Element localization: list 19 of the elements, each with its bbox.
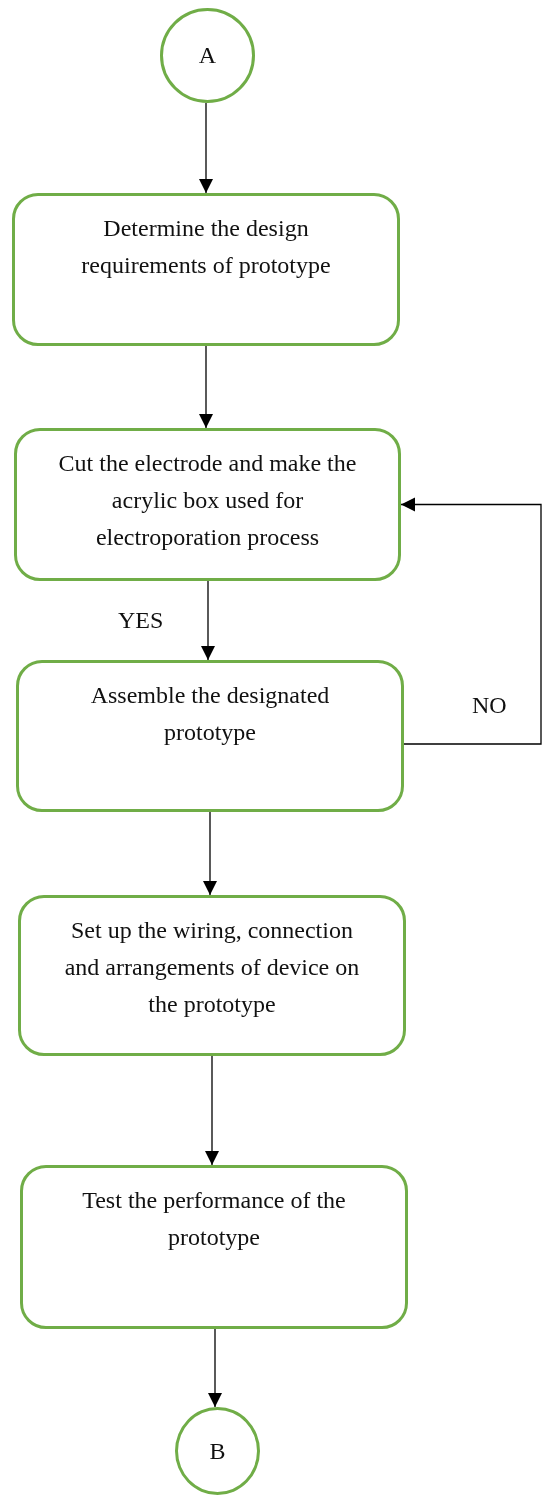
arrow <box>202 811 218 896</box>
arrow <box>198 345 214 429</box>
node-text: Set up the wiring, connection and arrangements of device on the prototype <box>64 917 360 1017</box>
node-text: A <box>198 41 217 70</box>
node-text: Cut the electrode and make the acrylic box used for electroporation process <box>58 450 357 550</box>
process-box <box>12 193 400 346</box>
arrow <box>204 1055 220 1166</box>
process-box <box>16 660 404 812</box>
node-text: B <box>209 1436 226 1466</box>
node-text: Assemble the designated prototype <box>90 682 330 745</box>
arrow <box>200 580 216 661</box>
process-box <box>20 1165 408 1329</box>
process-box <box>18 895 406 1056</box>
arrow <box>198 102 214 194</box>
node-text: Test the performance of the prototype <box>82 1187 346 1250</box>
arrow <box>400 497 542 745</box>
arrow <box>207 1328 223 1408</box>
process-box <box>14 428 401 581</box>
node-text: Determine the design requirements of prototype <box>81 215 331 278</box>
